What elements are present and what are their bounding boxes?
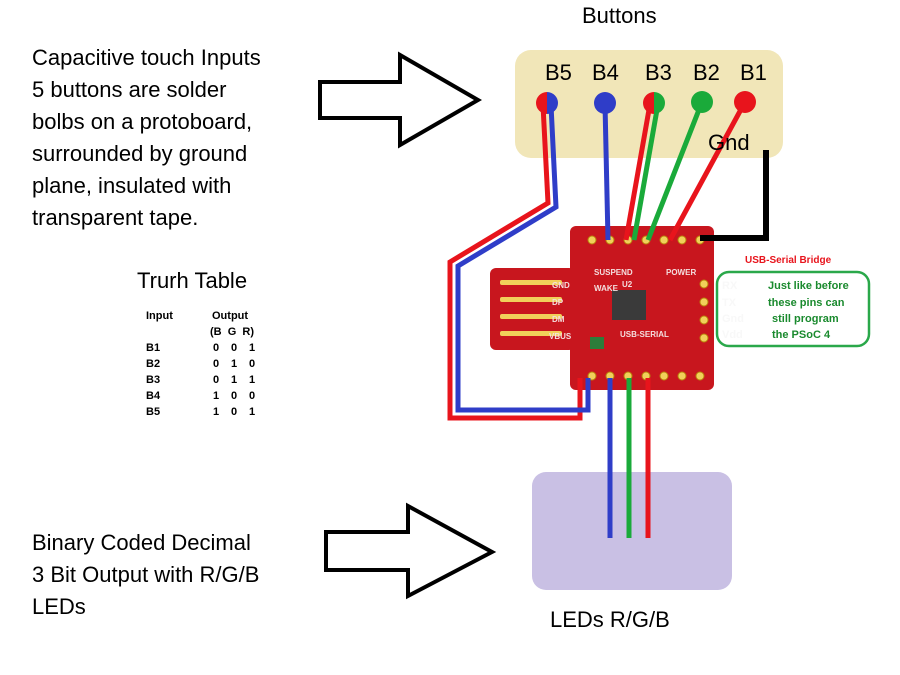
button-label-b2: B2: [693, 60, 720, 85]
wire-b3-green: [631, 103, 661, 241]
usb-serial-note-box: [715, 270, 871, 348]
wire-b4-blue: [602, 103, 611, 241]
button-pad-b3: [643, 92, 665, 114]
button-pad-b2: [691, 91, 713, 113]
usb-note-line-3: still program: [772, 313, 839, 325]
usb-serial-board: [490, 226, 714, 390]
button-label-b4: B4: [592, 60, 619, 85]
pin-label-vdd: Vdd: [722, 329, 743, 341]
silk-usb-serial: USB-SERIAL: [620, 330, 669, 339]
arrow-to-buttons-icon: [318, 51, 483, 149]
truth-table-subheader: (B G R): [210, 326, 254, 338]
button-label-b3: B3: [645, 60, 672, 85]
button-label-b5: B5: [545, 60, 572, 85]
pin-label-gnd: Gnd: [722, 313, 744, 325]
gnd-label: Gnd: [708, 130, 750, 155]
truth-table-input-header: Input: [146, 310, 173, 322]
arrow-to-leds-icon: [324, 502, 497, 600]
button-pad-b1: [734, 91, 756, 113]
button-pad-b5: [536, 92, 558, 114]
wire-b5-blue: [455, 104, 591, 413]
button-label-b1: B1: [740, 60, 767, 85]
wire-b1-red: [667, 100, 748, 242]
button-pad-b4: [594, 92, 616, 114]
usb-note-line-1: Just like before: [768, 280, 849, 292]
silk-u2: U2: [622, 280, 633, 289]
usb-note-line-2: these pins can: [768, 297, 845, 309]
wire-b3-red: [623, 103, 653, 241]
silk-gnd: GND: [552, 281, 570, 290]
pin-label-tx: TX: [722, 297, 737, 309]
usb-note-line-4: the PSoC 4: [772, 329, 831, 341]
capacitive-inputs-description: Capacitive touch Inputs 5 buttons are so…: [32, 45, 261, 230]
leds-panel: [532, 472, 732, 590]
silk-vbus: VBUS: [549, 332, 572, 341]
wire-gnd-black: [700, 150, 769, 241]
silk-power: POWER: [666, 268, 697, 277]
silk-wake: WAKE: [594, 284, 618, 293]
wire-b2-green: [645, 101, 705, 241]
usb-serial-bridge-title: USB-Serial Bridge: [745, 255, 832, 266]
bcd-output-description: Binary Coded Decimal 3 Bit Output with R…: [32, 530, 260, 619]
leds-title: LEDs R/G/B: [550, 607, 670, 632]
silk-dp: DP: [552, 298, 564, 307]
pin-label-rx: RX: [722, 280, 738, 292]
buttons-title: Buttons: [582, 3, 657, 28]
truth-table-title: Trurh Table: [137, 268, 248, 293]
truth-table-output-header: Output: [212, 310, 249, 322]
silk-suspend: SUSPEND: [594, 268, 633, 277]
silk-dm: DM: [552, 315, 565, 324]
